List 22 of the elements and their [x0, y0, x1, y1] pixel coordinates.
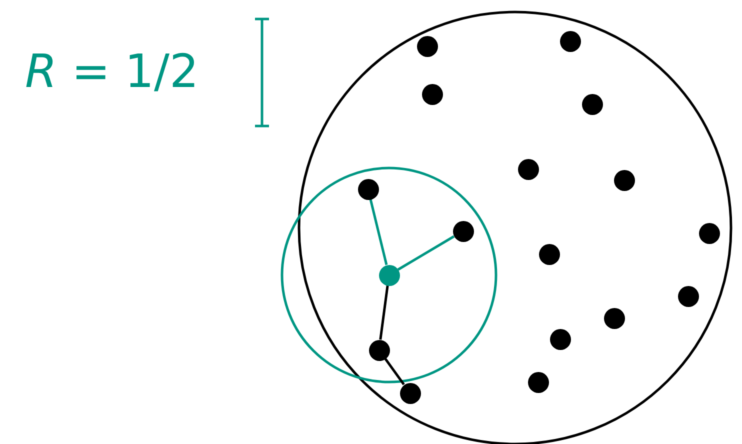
- point: [452, 220, 474, 242]
- point: [538, 244, 560, 264]
- point: [604, 308, 624, 328]
- point: [400, 382, 420, 404]
- point: [368, 340, 390, 360]
- connector-line: [397, 235, 455, 271]
- point: [560, 30, 580, 52]
- center-point: [378, 264, 400, 286]
- point: [528, 372, 548, 392]
- connector-line: [384, 358, 405, 386]
- connector-line: [379, 285, 389, 340]
- point: [678, 286, 698, 306]
- point: [582, 94, 602, 114]
- point: [698, 222, 720, 244]
- point: [422, 84, 442, 104]
- point: [358, 178, 378, 200]
- point: [416, 36, 438, 56]
- point: [518, 158, 538, 180]
- radius-label: R = 1/2: [25, 48, 199, 94]
- point: [614, 170, 634, 190]
- point: [550, 328, 570, 350]
- connector-line: [369, 198, 388, 266]
